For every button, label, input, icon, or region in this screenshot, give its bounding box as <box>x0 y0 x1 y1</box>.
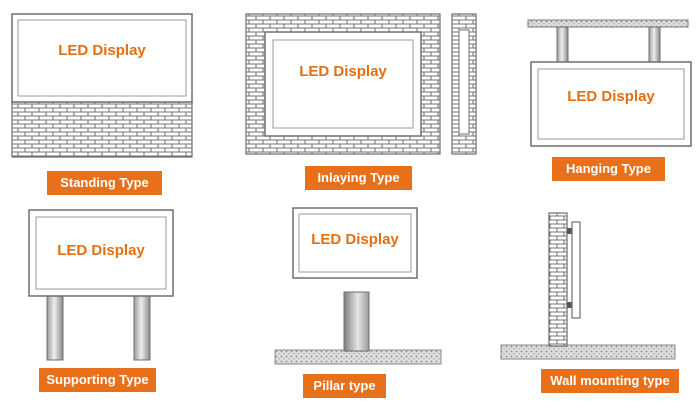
hanging-illustration <box>527 19 692 147</box>
mount-bracket <box>567 302 572 308</box>
display-side-view <box>458 29 470 135</box>
display-screen <box>17 19 187 97</box>
ground <box>274 349 442 365</box>
mount-bracket <box>567 228 572 234</box>
brick-wall <box>548 212 568 347</box>
support-post <box>46 293 64 361</box>
ceiling <box>527 19 689 28</box>
label-standing-type: Standing Type <box>60 175 149 190</box>
label-pillar-type: Pillar type <box>313 378 376 393</box>
led-display-text: LED Display <box>57 242 145 259</box>
label-wall-mounting-type: Wall mounting type <box>550 373 670 388</box>
label-hanging-type: Hanging Type <box>566 161 651 176</box>
brick-base <box>11 101 193 158</box>
label-inlaying-type: Inlaying Type <box>317 170 400 185</box>
display-screen <box>537 68 685 140</box>
standing-illustration <box>11 13 193 158</box>
pillar <box>343 291 370 352</box>
pillar-illustration <box>274 207 442 365</box>
display-screen <box>272 39 414 129</box>
led-display-text: LED Display <box>58 42 146 59</box>
display-screen <box>298 213 412 273</box>
label-box <box>541 369 679 393</box>
led-display-text: LED Display <box>311 231 399 248</box>
hanging-rod <box>648 26 661 63</box>
hanging-rod <box>556 26 569 63</box>
display-screen <box>35 216 167 290</box>
led-display-text: LED Display <box>299 63 387 80</box>
wall-mounting-illustration <box>500 212 676 360</box>
label-box <box>552 157 665 181</box>
supporting-illustration <box>28 209 174 361</box>
label-box <box>303 374 386 398</box>
display-side-view <box>571 221 581 319</box>
inlaying-illustration <box>245 13 477 155</box>
label-box <box>47 171 162 195</box>
ground <box>500 344 676 360</box>
label-supporting-type: Supporting Type <box>46 372 149 387</box>
label-box <box>39 368 156 392</box>
led-display-text: LED Display <box>567 88 655 105</box>
support-post <box>133 293 151 361</box>
label-box <box>305 166 412 190</box>
